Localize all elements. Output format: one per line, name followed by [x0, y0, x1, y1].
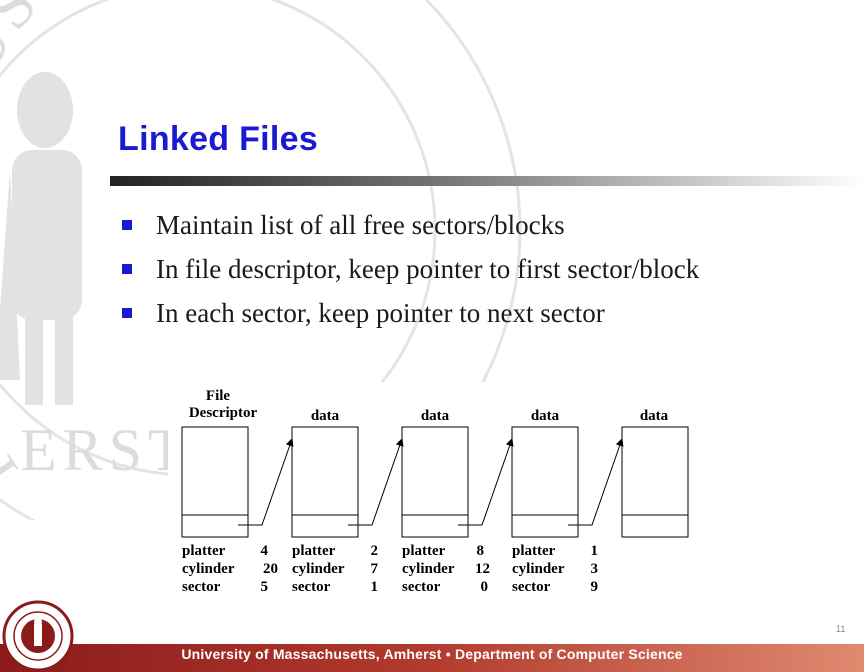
pointer-arrow — [458, 438, 514, 526]
cylinder-value: 7 — [371, 561, 379, 577]
field-label-sector: sector — [182, 579, 221, 595]
footer-separator: • — [445, 646, 451, 662]
pointer-arrow — [568, 438, 624, 526]
title-underline — [110, 176, 864, 186]
seal-figure — [0, 72, 82, 405]
data-block-box — [511, 426, 579, 538]
field-label-cylinder: cylinder — [512, 561, 565, 577]
field-label-platter: platter — [402, 543, 446, 559]
block-label: data — [640, 408, 669, 424]
bullet-square-icon — [122, 220, 132, 230]
platter-value: 4 — [261, 543, 269, 559]
slide-title: Linked Files — [118, 120, 319, 158]
bullet-item: In file descriptor, keep pointer to firs… — [122, 247, 699, 291]
seal-bottom-text: ERST — [20, 417, 191, 483]
sector-value: 9 — [591, 579, 599, 595]
linked-files-diagram: File Descriptor data data data data plat… — [168, 382, 698, 602]
field-label-cylinder: cylinder — [292, 561, 345, 577]
pointer-arrow — [238, 438, 294, 526]
block-label: data — [311, 408, 340, 424]
sector-value: 5 — [261, 579, 269, 595]
field-label-platter: platter — [182, 543, 226, 559]
department-name: Department of Computer Science — [454, 646, 683, 662]
cylinder-value: 20 — [263, 561, 278, 577]
sector-value: 1 — [371, 579, 379, 595]
university-seal-logo — [2, 600, 74, 672]
platter-value: 1 — [591, 543, 599, 559]
field-label-sector: sector — [292, 579, 331, 595]
background-seal: F MASSACHUSETTS ERST — [0, 0, 522, 520]
page-number: 11 — [836, 624, 846, 634]
descriptor-label-line1: File — [206, 388, 230, 404]
pointer-arrow — [348, 438, 404, 526]
footer-text: University of Massachusetts, Amherst • D… — [0, 646, 864, 662]
field-label-cylinder: cylinder — [402, 561, 455, 577]
field-label-sector: sector — [402, 579, 441, 595]
field-label-platter: platter — [292, 543, 336, 559]
block-label: data — [531, 408, 560, 424]
sector-value: 0 — [481, 579, 489, 595]
cylinder-value: 12 — [475, 561, 490, 577]
bullet-item: Maintain list of all free sectors/blocks — [122, 203, 699, 247]
bullet-square-icon — [122, 308, 132, 318]
bullet-square-icon — [122, 264, 132, 274]
field-label-sector: sector — [512, 579, 551, 595]
block-label: data — [421, 408, 450, 424]
descriptor-box — [181, 426, 249, 538]
block-boxes — [181, 426, 689, 538]
descriptor-label-line2: Descriptor — [189, 405, 258, 421]
bullet-list: Maintain list of all free sectors/blocks… — [122, 203, 699, 335]
platter-value: 2 — [371, 543, 379, 559]
cylinder-value: 3 — [591, 561, 599, 577]
data-block-box — [621, 426, 689, 538]
bullet-item: In each sector, keep pointer to next sec… — [122, 291, 699, 335]
field-label-platter: platter — [512, 543, 556, 559]
data-block-box — [291, 426, 359, 538]
data-block-box — [401, 426, 469, 538]
university-name: University of Massachusetts, Amherst — [181, 646, 442, 662]
field-label-cylinder: cylinder — [182, 561, 235, 577]
platter-value: 8 — [477, 543, 485, 559]
link-pointers — [238, 438, 624, 526]
footer-bar — [0, 644, 864, 672]
